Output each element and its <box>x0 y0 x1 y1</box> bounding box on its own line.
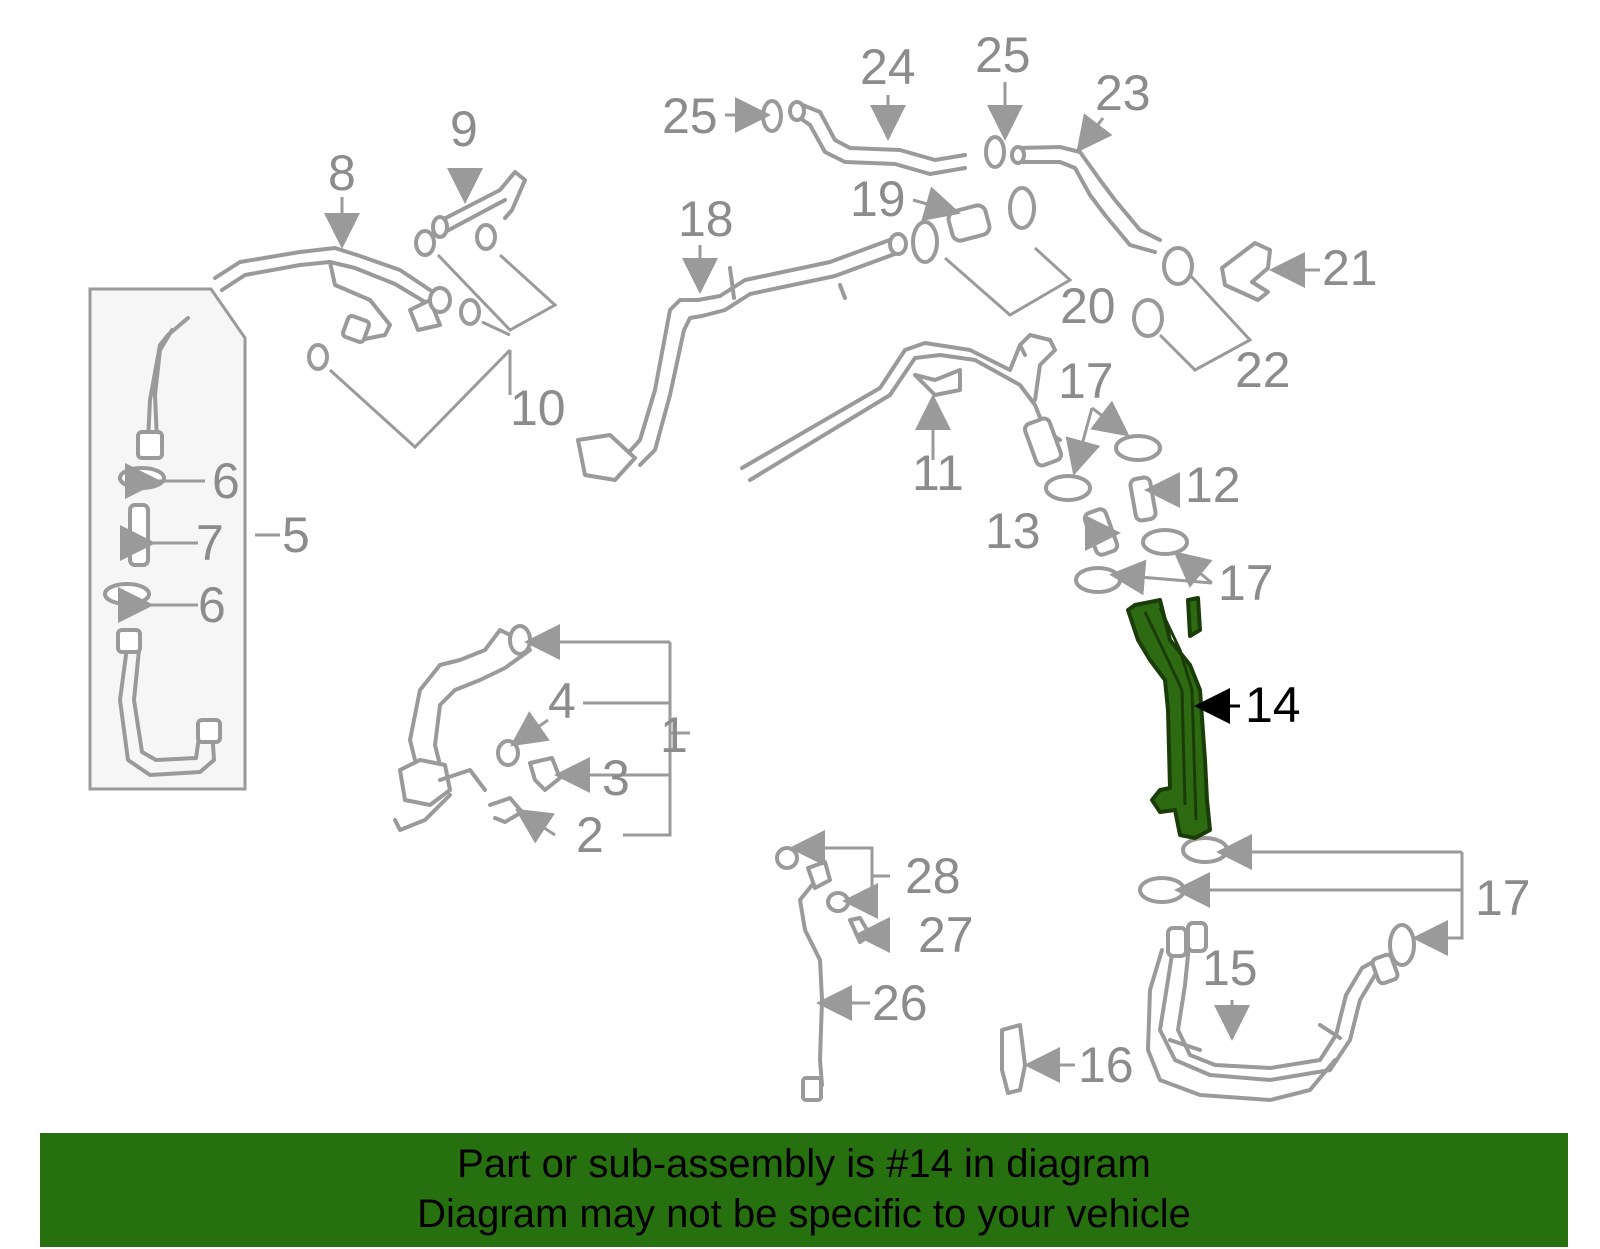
callout-8: 8 <box>328 145 356 201</box>
callout-20: 20 <box>1060 278 1116 334</box>
part-11-pipe <box>740 333 1064 482</box>
callout-21: 21 <box>1322 240 1378 296</box>
callout-27: 27 <box>918 907 974 963</box>
part-23-pipe <box>1010 145 1162 254</box>
part-15-pipes <box>1146 921 1400 1102</box>
part-3-bracket <box>528 756 562 792</box>
callout-23: 23 <box>1095 65 1151 121</box>
part-28-oring <box>775 846 799 870</box>
part-10-orings <box>307 223 558 450</box>
callout-1: 1 <box>660 707 688 763</box>
callout-22: 22 <box>1235 342 1291 398</box>
banner-line-2: Diagram may not be specific to your vehi… <box>417 1192 1191 1236</box>
part-19-sleeve <box>946 203 992 243</box>
callout-11: 11 <box>912 445 964 501</box>
callout-7: 7 <box>196 515 224 571</box>
part-8-assembly <box>213 246 452 344</box>
callout-4: 4 <box>548 673 576 729</box>
callout-17-a: 17 <box>1058 353 1114 409</box>
part-28-oring-b <box>826 891 850 913</box>
part-4-oring <box>496 739 520 767</box>
hose-lower <box>118 638 216 777</box>
callout-19: 19 <box>850 171 906 227</box>
callout-28: 28 <box>905 848 961 904</box>
clamp-6-bottom <box>103 582 151 606</box>
part-27-clip <box>848 916 872 944</box>
callout-3: 3 <box>602 750 630 806</box>
callout-5: 5 <box>282 507 310 563</box>
part-12-sleeve <box>1128 475 1158 523</box>
callout-25-top: 25 <box>975 27 1031 83</box>
connector-7 <box>128 503 150 567</box>
callout-16: 16 <box>1078 1037 1134 1093</box>
hose-lower-end-b <box>196 718 222 744</box>
leader-lines <box>118 82 1464 1083</box>
banner-line-1: Part or sub-assembly is #14 in diagram <box>457 1142 1151 1186</box>
part-18-pipe <box>576 232 908 482</box>
callout-25-left: 25 <box>662 88 718 144</box>
part-26-line <box>798 860 832 1102</box>
callout-17-b: 17 <box>1218 555 1274 611</box>
part-24-hose <box>788 100 967 176</box>
callout-9: 9 <box>450 101 478 157</box>
callout-6-bottom: 6 <box>198 577 226 633</box>
hose-upper <box>146 316 190 442</box>
group-5-frame <box>88 287 247 791</box>
info-banner: Part or sub-assembly is #14 in diagram D… <box>40 1133 1568 1247</box>
callout-12: 12 <box>1185 457 1241 513</box>
part-20-clamps <box>911 186 1073 317</box>
part-22-clamps <box>1132 246 1253 372</box>
callout-labels: 1 2 3 4 5 6 6 7 8 9 10 11 12 13 14 15 16… <box>196 27 1531 1093</box>
callout-10: 10 <box>510 380 566 436</box>
clamp-6-top <box>118 466 166 490</box>
callout-17-c: 17 <box>1475 870 1531 926</box>
hose-lower-end-a <box>116 628 142 654</box>
part-17-lower-clamps <box>1138 836 1416 967</box>
hose-upper-end <box>136 430 164 460</box>
callout-6-top: 6 <box>212 453 240 509</box>
part-1-assembly <box>393 624 532 832</box>
callout-18: 18 <box>678 191 734 247</box>
part-14-highlighted <box>1126 596 1212 840</box>
part-16-bracket <box>1000 1023 1027 1095</box>
callout-14: 14 <box>1245 677 1301 733</box>
part-9-pipe <box>431 170 527 239</box>
part-21-elbow <box>1220 241 1272 302</box>
callout-13: 13 <box>985 503 1041 559</box>
callout-2: 2 <box>576 807 604 863</box>
callout-24: 24 <box>860 39 916 95</box>
callout-15: 15 <box>1202 940 1258 996</box>
callout-26: 26 <box>872 975 928 1031</box>
part-17-upper-clamps <box>1044 434 1189 594</box>
part-2-clip <box>488 796 524 824</box>
